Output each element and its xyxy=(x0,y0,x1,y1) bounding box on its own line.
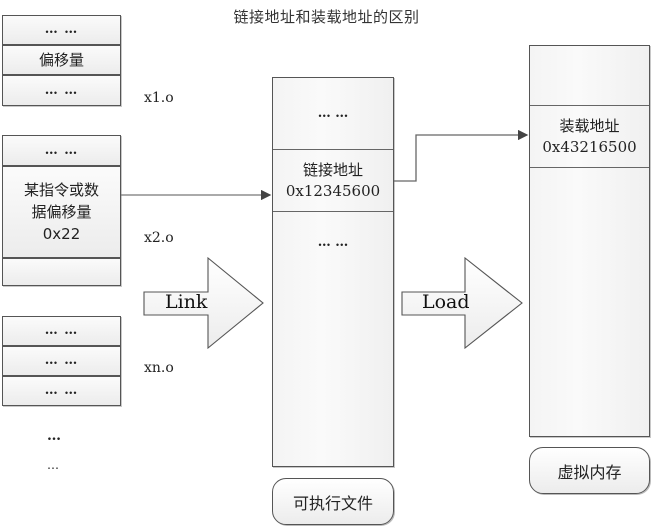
ellipsis-text: … … xyxy=(317,234,349,250)
more-files-dots-1: … xyxy=(47,428,61,444)
mem-seg-top xyxy=(530,46,649,106)
ellipsis-text: … … xyxy=(44,142,79,158)
memory-label: 虚拟内存 xyxy=(529,447,650,494)
mem-seg-bottom xyxy=(530,168,649,436)
x1-cell-top: … … xyxy=(2,15,121,45)
diagram-title: 链接地址和装载地址的区别 xyxy=(233,8,420,26)
xn-cell-2: … … xyxy=(2,346,121,376)
ellipsis-text: … … xyxy=(44,353,79,368)
link-arrow-label: Link xyxy=(165,291,208,313)
x1-cell-bottom: … … xyxy=(2,75,121,106)
ellipsis-text: … … xyxy=(44,82,79,98)
xn-cell-3: … … xyxy=(2,376,121,406)
executable-label: 可执行文件 xyxy=(272,478,394,525)
mem-seg-load-address: 装载地址 0x43216500 xyxy=(530,106,649,168)
xn-cell-1: … … xyxy=(2,316,121,346)
offset-label: 偏移量 xyxy=(38,51,84,69)
ellipsis-text: … … xyxy=(317,106,349,121)
x2-filename: x2.o xyxy=(144,230,174,246)
load-arrow-label: Load xyxy=(422,291,470,313)
xn-filename: xn.o xyxy=(144,360,174,376)
x2-cell-bottom xyxy=(2,258,121,286)
ellipsis-text: … … xyxy=(44,323,79,338)
load-address-label: 装载地址 xyxy=(559,116,620,135)
link-to-load-address-connector xyxy=(394,129,529,182)
x1-cell-offset: 偏移量 xyxy=(2,45,121,75)
link-address-value: 0x12345600 xyxy=(285,181,381,200)
executable-column: … … 链接地址 0x12345600 … … xyxy=(272,77,394,467)
ellipsis-text: … … xyxy=(44,383,79,398)
more-files-dots-2: … xyxy=(47,458,59,472)
x2-cell-top: … … xyxy=(2,135,121,166)
memory-column: 装载地址 0x43216500 xyxy=(529,45,650,437)
exec-seg-top: … … xyxy=(273,78,393,150)
load-address-value: 0x43216500 xyxy=(542,137,637,156)
x2-cell-offset: 某指令或数 据偏移量 0x22 xyxy=(2,166,121,258)
link-address-label: 链接地址 xyxy=(302,160,363,179)
exec-seg-bottom: … … xyxy=(273,212,393,272)
x1-filename: x1.o xyxy=(144,90,174,106)
ellipsis-text: … … xyxy=(44,22,79,37)
instruction-offset-label: 某指令或数 据偏移量 0x22 xyxy=(23,181,99,243)
exec-seg-link-address: 链接地址 0x12345600 xyxy=(273,150,393,212)
